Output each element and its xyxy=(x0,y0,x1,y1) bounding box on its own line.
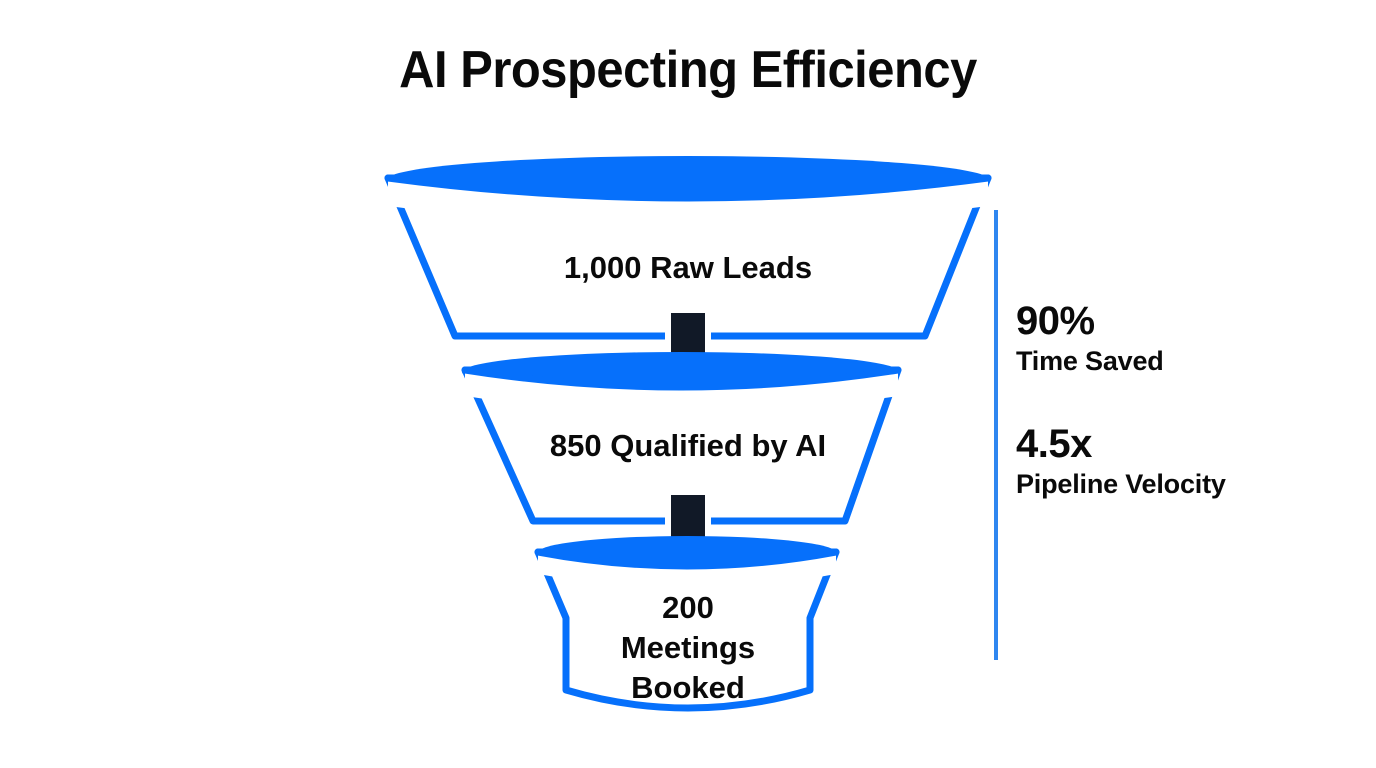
stage-3-label-line-2: Meetings xyxy=(621,630,755,665)
stage-2-rim-inner xyxy=(465,370,898,413)
funnel-stage-meetings[interactable]: 200 Meetings Booked xyxy=(534,536,840,712)
stage-2-rim-outline xyxy=(461,366,902,391)
stat-time-saved-value: 90% xyxy=(1016,299,1095,343)
stage-3-rim-inner xyxy=(538,552,836,588)
stat-time-saved-label: Time Saved xyxy=(1016,346,1164,376)
stage-3-rim-outline xyxy=(534,548,840,570)
stage-1-rim-outline xyxy=(384,174,992,202)
stage-2-label: 850 Qualified by AI xyxy=(550,428,826,463)
page-title: AI Prospecting Efficiency xyxy=(399,41,977,99)
stats-panel: 90% Time Saved 4.5x Pipeline Velocity xyxy=(1016,300,1356,546)
stage-3-body xyxy=(534,548,840,712)
stat-pipeline-velocity-label: Pipeline Velocity xyxy=(1016,469,1226,500)
stage-1-label: 1,000 Raw Leads xyxy=(564,250,812,285)
stage-3-label-line-3: Booked xyxy=(631,670,745,705)
stage-1-rim-inner xyxy=(388,178,988,226)
stat-pipeline-velocity-value: 4.5x xyxy=(1016,422,1092,467)
stat-time-saved: 90% Time Saved xyxy=(1016,300,1356,377)
stat-pipeline-velocity: 4.5x Pipeline Velocity xyxy=(1016,423,1356,500)
funnel-stage-raw-leads[interactable]: 1,000 Raw Leads xyxy=(384,156,992,340)
funnel-stage-qualified[interactable]: 850 Qualified by AI xyxy=(461,352,902,525)
stage-3-label-line-1: 200 xyxy=(662,590,714,625)
